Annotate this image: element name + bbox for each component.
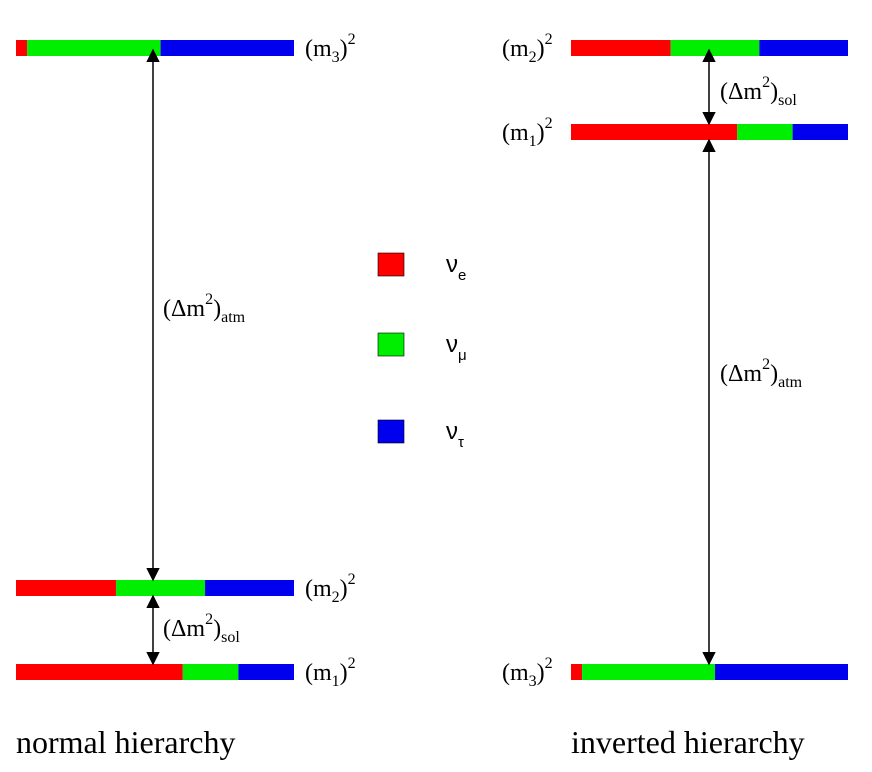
normal-sol-splitting-label: (Δm2)sol bbox=[163, 611, 240, 646]
normal-level-m1-bar bbox=[16, 664, 294, 680]
inverted-hierarchy-panel: (m2)2 (m1)2 (m3)2 (Δm2)sol (Δm2)atm inve… bbox=[502, 31, 848, 760]
normal-level-m2-label: (m2)2 bbox=[305, 571, 356, 606]
inverted-level-m3-label: (m3)2 bbox=[502, 655, 553, 690]
legend-swatch-nu-mu bbox=[377, 332, 405, 357]
legend-label-nu-mu: νμ bbox=[446, 331, 467, 364]
inverted-level-m3-nu-e-segment bbox=[571, 664, 583, 680]
normal-level-m3-label: (m3)2 bbox=[305, 31, 356, 66]
normal-level-m3-nu-tau-segment bbox=[160, 40, 294, 56]
legend-label-nu-tau: ντ bbox=[446, 418, 464, 451]
legend-swatch-nu-e bbox=[377, 252, 405, 277]
inverted-level-m1-nu-e-segment bbox=[571, 124, 738, 140]
normal-level-m2-nu-mu-segment bbox=[116, 580, 206, 596]
normal-level-m1-nu-mu-segment bbox=[182, 664, 239, 680]
inverted-level-m3-nu-tau-segment bbox=[715, 664, 848, 680]
inverted-level-m1-nu-mu-segment bbox=[737, 124, 793, 140]
normal-level-m1-nu-e-segment bbox=[16, 664, 183, 680]
normal-level-m3-bar bbox=[16, 40, 294, 56]
inverted-level-m2-nu-mu-segment bbox=[670, 40, 760, 56]
inverted-hierarchy-caption: inverted hierarchy bbox=[571, 724, 805, 760]
normal-level-m3-nu-mu-segment bbox=[27, 40, 161, 56]
normal-level-m1-label: (m1)2 bbox=[305, 655, 356, 690]
flavor-legend: νe νμ ντ bbox=[377, 251, 467, 451]
inverted-level-m2-nu-tau-segment bbox=[759, 40, 848, 56]
inverted-level-m3-nu-mu-segment bbox=[582, 664, 716, 680]
normal-atm-splitting-label: (Δm2)atm bbox=[163, 291, 246, 326]
normal-level-m3-nu-e-segment bbox=[16, 40, 28, 56]
normal-level-m1-nu-tau-segment bbox=[238, 664, 294, 680]
inverted-sol-splitting-label: (Δm2)sol bbox=[720, 74, 797, 109]
normal-level-m2-nu-tau-segment bbox=[205, 580, 294, 596]
inverted-atm-splitting-label: (Δm2)atm bbox=[720, 356, 803, 391]
inverted-level-m2-nu-e-segment bbox=[571, 40, 671, 56]
inverted-level-m2-label: (m2)2 bbox=[502, 31, 553, 66]
inverted-level-m1-bar bbox=[571, 124, 848, 140]
normal-hierarchy-panel: (m3)2 (m2)2 (m1)2 (Δm2)atm (Δm2)sol norm… bbox=[16, 31, 356, 760]
legend-label-nu-e: νe bbox=[446, 251, 466, 284]
inverted-level-m1-label: (m1)2 bbox=[502, 115, 553, 150]
normal-level-m2-nu-e-segment bbox=[16, 580, 117, 596]
inverted-level-m3-bar bbox=[571, 664, 848, 680]
inverted-level-m1-nu-tau-segment bbox=[792, 124, 848, 140]
normal-hierarchy-caption: normal hierarchy bbox=[16, 724, 235, 760]
normal-level-m2-bar bbox=[16, 580, 294, 596]
legend-swatch-nu-tau bbox=[377, 419, 405, 444]
inverted-level-m2-bar bbox=[571, 40, 848, 56]
